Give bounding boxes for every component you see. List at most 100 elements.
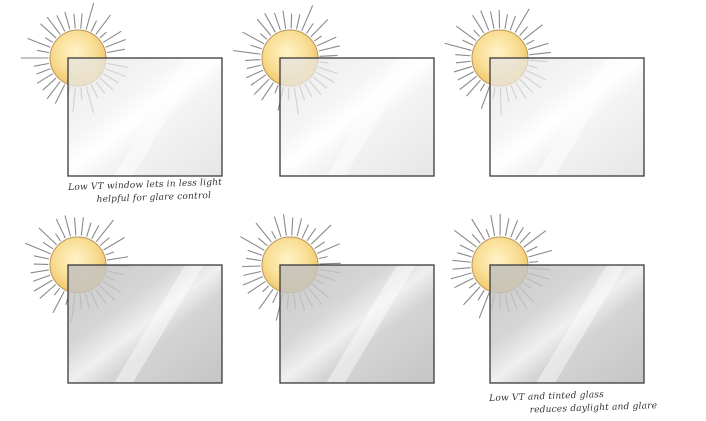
sun-ray [241, 237, 264, 250]
sun-ray [320, 263, 340, 264]
sun-ray [284, 215, 287, 236]
sun-ray [319, 257, 327, 259]
sun-ray [302, 225, 308, 238]
sun-ray [43, 78, 56, 90]
sun-ray [506, 219, 509, 236]
sun-ray [455, 278, 473, 287]
sun-ray [455, 231, 476, 247]
sun-ray [56, 85, 65, 103]
panel-bottom-right [451, 214, 644, 383]
sun-ray [486, 230, 489, 237]
sun-ray [251, 45, 262, 48]
sun-ray [317, 37, 336, 45]
sun-ray [246, 60, 260, 61]
sun-ray [307, 24, 313, 33]
sun-ray [460, 245, 473, 251]
sun-ray [315, 36, 322, 41]
sun-ray [283, 11, 286, 28]
sun-ray [307, 229, 315, 241]
sun-ray [256, 223, 271, 241]
sun-ray [43, 243, 52, 249]
sun-ray [106, 40, 125, 48]
sun-ray [101, 238, 109, 245]
sun-ray [470, 283, 476, 288]
sun-ray [92, 226, 99, 239]
sun-ray [248, 250, 262, 255]
sun-ray [247, 70, 263, 77]
sun-ray [234, 51, 261, 54]
sun-ray [318, 244, 340, 253]
sun-ray [520, 27, 527, 35]
sun-ray [244, 272, 261, 276]
sun-ray [106, 252, 114, 255]
sun-ray [516, 228, 523, 240]
sun-ray [265, 14, 275, 32]
sun-ray [478, 290, 484, 300]
sun-ray [81, 218, 83, 235]
sun-ray [511, 221, 517, 237]
sun-ray [81, 14, 82, 28]
sun-ray [524, 25, 543, 40]
panel-top-middle [234, 6, 434, 176]
sun-ray [472, 234, 480, 242]
sun-ray [510, 16, 515, 30]
sun-ray [40, 285, 55, 298]
sun-ray [243, 277, 262, 285]
sun-ray [261, 34, 267, 39]
sun-ray [451, 273, 471, 279]
sun-ray [481, 11, 489, 30]
sun-ray [56, 219, 65, 237]
caption-top: Low VT window lets in less light helpful… [68, 177, 223, 208]
sun-ray [464, 287, 480, 304]
sun-ray [530, 262, 538, 263]
sun-ray [34, 275, 50, 281]
window-glass-tinted [280, 265, 434, 383]
sun-ray [97, 220, 114, 241]
sun-ray [481, 86, 489, 108]
sun-ray [57, 16, 65, 31]
sun-ray [474, 30, 479, 36]
window-glass-clear [490, 58, 644, 176]
sun-ray [463, 40, 473, 45]
sun-ray [38, 74, 53, 83]
sun-ray [529, 250, 552, 256]
sun-ray [242, 266, 260, 267]
sun-ray [56, 234, 61, 240]
sun-ray [491, 215, 495, 235]
sun-ray [311, 225, 330, 244]
sun-ray [520, 232, 530, 243]
sun-ray [259, 238, 268, 245]
sun-ray [524, 231, 545, 247]
sun-ray [445, 43, 471, 50]
sun-ray [273, 292, 278, 302]
sun-ray [263, 286, 269, 292]
sun-ray [35, 256, 49, 259]
sun-ray [37, 69, 50, 74]
sun-ray [315, 242, 324, 248]
sun-ray [31, 270, 48, 273]
sun-ray [456, 61, 470, 63]
sun-ray [319, 46, 339, 51]
sun-ray [454, 67, 471, 72]
sun-ray [320, 55, 337, 56]
sun-ray [96, 15, 110, 34]
sun-ray [34, 64, 48, 67]
sun-ray [458, 72, 473, 80]
sun-ray [259, 290, 273, 309]
sun-ray [529, 43, 549, 49]
sun-ray [65, 216, 70, 236]
sun-ray [311, 20, 328, 37]
sun-ray [515, 9, 529, 32]
sun-ray [46, 38, 53, 42]
sun-ray [87, 223, 91, 236]
window-glass-tinted [490, 265, 644, 383]
sun-ray [247, 65, 261, 68]
sun-ray [453, 260, 471, 262]
sun-ray [530, 52, 551, 54]
sun-ray [272, 232, 276, 239]
sun-ray [75, 218, 76, 235]
sun-ray [297, 219, 301, 236]
sun-ray [108, 257, 128, 260]
sun-ray [505, 15, 507, 29]
